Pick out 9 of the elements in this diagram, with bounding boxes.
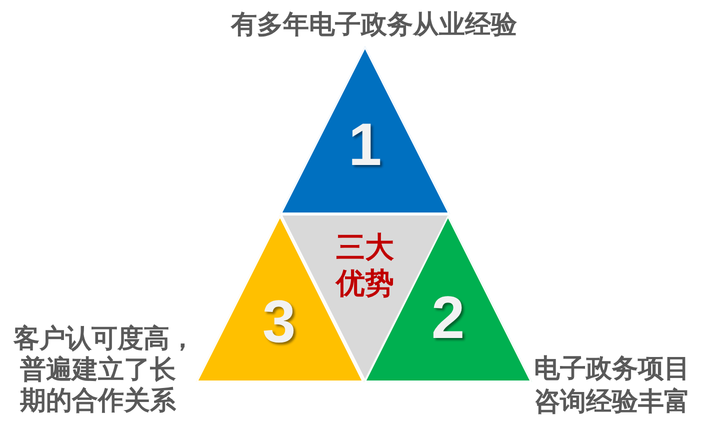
advantage-text: 客户认可度高，普遍建立了长期的合作关系 [12,324,184,417]
number-label: 3 [262,292,296,352]
number-label: 1 [348,115,382,175]
center-title: 三大优势 [334,229,395,301]
advantage-text: 电子政务项目咨询经验丰富 [534,353,691,419]
triangle-segment [364,215,532,382]
triangle-segment [280,46,450,214]
number-label: 2 [431,288,465,348]
advantage-text: 有多年电子政务从业经验 [230,9,518,42]
